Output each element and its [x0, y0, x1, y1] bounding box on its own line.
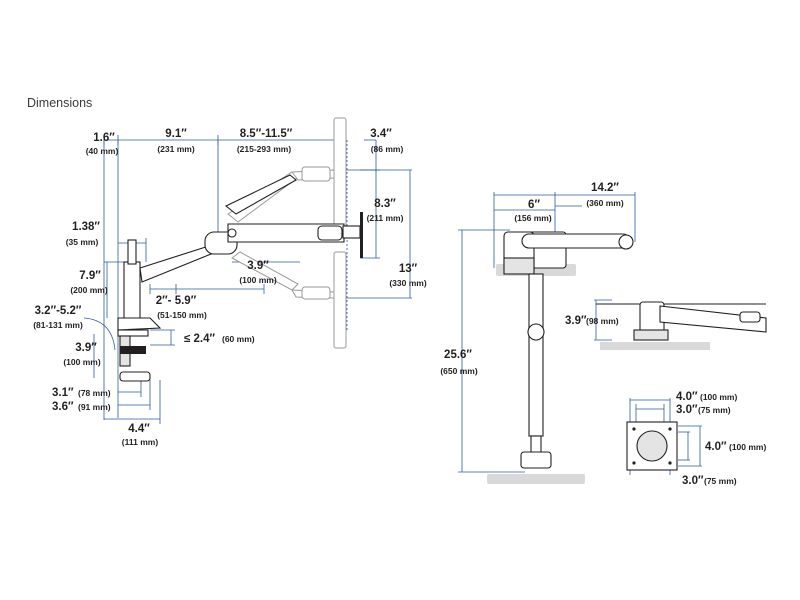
vesa-plate-drawing — [626, 421, 678, 471]
label-base-width: 4.4″ — [128, 423, 150, 435]
label-arm-reach: 9.1″ — [165, 128, 187, 140]
label-base-small: 3.1″ — [52, 387, 74, 399]
label-clamp-depth-mm: (100 mm) — [63, 357, 100, 367]
front-view-labels: 6″ (156 mm) 14.2″ (360 mm) 25.6″ (650 mm… — [440, 182, 623, 376]
label-pole-height-mm: (200 mm) — [70, 285, 107, 295]
label-clamp-range: 3.2″-5.2″ — [35, 305, 82, 317]
side-view-labels: 1.6″ (40 mm) 9.1″ (231 mm) 8.5″-11.5″ (2… — [33, 128, 427, 447]
label-pole-width-mm: (35 mm) — [66, 237, 99, 247]
label-pole-height: 7.9″ — [79, 270, 101, 282]
label-clamp-offset-mm: (40 mm) — [86, 146, 119, 156]
label-vesa-outer-height: 4.0″ — [705, 441, 727, 453]
label-vesa-inner-height: 3.0″ — [682, 475, 704, 487]
label-tilt-drop: 8.3″ — [374, 198, 396, 210]
label-desk-thickness-mm: (60 mm) — [222, 334, 255, 344]
label-pole-width: 1.38″ — [72, 221, 100, 233]
label-vertical-travel: 13″ — [399, 263, 418, 275]
label-vesa-inner-height-mm: (75 mm) — [704, 476, 737, 486]
section-heading: Dimensions — [27, 96, 92, 110]
label-base-width-mm: (111 mm) — [122, 437, 159, 447]
label-vesa-outer-width-mm: (100 mm) — [700, 392, 737, 402]
label-total-height: 25.6″ — [444, 349, 472, 361]
label-total-depth-mm: (360 mm) — [586, 198, 623, 208]
label-low-profile-mm: (98 mm) — [586, 316, 619, 326]
vesa-labels: 4.0″ (100 mm) 3.0″ (75 mm) 4.0″ (100 mm)… — [676, 391, 766, 487]
label-base-large: 3.6″ — [52, 401, 74, 413]
label-arm-depth-mm: (156 mm) — [514, 213, 551, 223]
side-view-arm-drawing — [117, 117, 363, 382]
label-clamp-range-mm: (81-131 mm) — [33, 320, 83, 330]
label-vesa-drop: 3.9″ — [247, 260, 269, 272]
label-desk-thickness: ≤ 2.4″ — [184, 333, 215, 345]
label-vesa-drop-mm: (100 mm) — [239, 275, 276, 285]
label-vesa-inner-width: 3.0″ — [676, 404, 698, 416]
label-base-large-mm: (91 mm) — [78, 402, 111, 412]
label-vesa-outer-height-mm: (100 mm) — [729, 442, 766, 452]
label-arm-reach-mm: (231 mm) — [157, 144, 194, 154]
label-clamp-depth: 3.9″ — [75, 342, 97, 354]
label-extension-range: 8.5″-11.5″ — [240, 128, 293, 140]
label-base-small-mm: (78 mm) — [78, 388, 111, 398]
label-vertical-travel-mm: (330 mm) — [389, 278, 426, 288]
label-vesa-inner-width-mm: (75 mm) — [698, 405, 731, 415]
label-monitor-offset: 3.4″ — [370, 128, 392, 140]
front-view-arm-drawing — [487, 231, 634, 484]
label-extension-range-mm: (215-293 mm) — [237, 144, 292, 154]
label-tilt-drop-mm: (211 mm) — [367, 213, 404, 223]
label-clamp-offset: 1.6″ — [93, 132, 115, 144]
low-profile-drawing — [596, 301, 767, 350]
label-total-depth: 14.2″ — [591, 182, 619, 194]
label-arm-depth: 6″ — [528, 199, 540, 211]
label-vesa-outer-width: 4.0″ — [676, 391, 698, 403]
label-monitor-offset-mm: (86 mm) — [371, 144, 404, 154]
label-total-height-mm: (650 mm) — [440, 366, 477, 376]
label-low-profile: 3.9″ — [565, 315, 587, 327]
front-view-dimension-lines — [458, 192, 636, 473]
label-desk-offset: 2″- 5.9″ — [156, 295, 197, 307]
label-desk-offset-mm: (51-150 mm) — [157, 310, 207, 320]
